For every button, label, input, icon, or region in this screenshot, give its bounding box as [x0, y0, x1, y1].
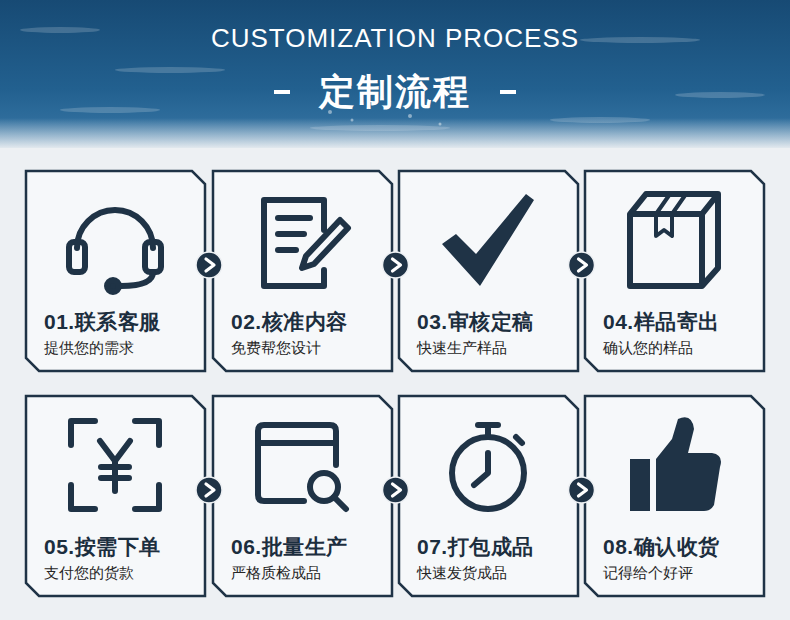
mic-dot	[107, 280, 119, 292]
arrow-head	[393, 484, 401, 496]
step-connector	[569, 252, 595, 278]
step-connector	[383, 477, 409, 503]
arrow-head	[206, 484, 214, 496]
step-connector	[196, 252, 222, 278]
step-connector	[383, 252, 409, 278]
subtitle-text: CUSTOMIZATION PROCESS	[0, 22, 790, 54]
box-border	[213, 171, 392, 371]
arrow-badge	[196, 477, 222, 503]
box-border	[26, 396, 205, 596]
box-border	[26, 171, 205, 371]
step-heading: 06.批量生产	[231, 533, 348, 560]
step-description: 确认您的样品	[603, 338, 693, 358]
arrow-head	[579, 259, 587, 271]
ripple	[675, 92, 765, 98]
box-border	[399, 396, 578, 596]
step-description: 提供您的需求	[44, 338, 134, 358]
step-description: 免费帮您设计	[231, 338, 321, 358]
ripple	[580, 37, 700, 43]
band-fade	[0, 118, 790, 150]
step-box: 05.按需下单支付您的货款	[25, 395, 206, 597]
arrow-badge	[383, 477, 409, 503]
stem	[485, 425, 491, 435]
cuff	[630, 459, 650, 511]
step-heading: 02.核准内容	[231, 308, 348, 335]
window-bar	[258, 440, 336, 446]
step-heading: 05.按需下单	[44, 533, 161, 560]
step-heading: 07.打包成品	[417, 533, 534, 560]
step-heading: 01.联系客服	[44, 308, 161, 335]
arrow-badge	[383, 252, 409, 278]
box-border	[585, 396, 764, 596]
step-description: 严格质检成品	[231, 563, 321, 583]
ripple	[60, 107, 160, 113]
title-dash	[500, 90, 516, 94]
arrow-badge	[196, 252, 222, 278]
arrow-badge	[569, 477, 595, 503]
arrow-head	[393, 259, 401, 271]
box-border	[399, 171, 578, 371]
arrow-badge	[569, 252, 595, 278]
text-line	[278, 231, 304, 237]
box-border	[213, 396, 392, 596]
text-line	[278, 247, 296, 253]
ripple	[115, 67, 225, 73]
box-border	[585, 171, 764, 371]
step-heading: 03.审核定稿	[417, 308, 534, 335]
step-heading: 04.样品寄出	[603, 308, 720, 335]
sparkle	[408, 114, 412, 118]
text-line	[278, 215, 310, 221]
title-text: 定制流程	[0, 69, 790, 115]
step-connector	[196, 477, 222, 503]
step-box: 04.样品寄出确认您的样品	[584, 170, 765, 372]
step-description: 快速发货成品	[417, 563, 507, 583]
arrow-head	[206, 259, 214, 271]
side-knob	[516, 437, 522, 443]
step-description: 记得给个好评	[603, 563, 693, 583]
step-connector	[569, 477, 595, 503]
arrow-head	[579, 484, 587, 496]
step-description: 快速生产样品	[417, 338, 507, 358]
step-description: 支付您的货款	[44, 563, 134, 583]
title-dash	[274, 90, 290, 94]
ripple	[20, 27, 100, 33]
step-heading: 08.确认收货	[603, 533, 720, 560]
step-box: 01.联系客服提供您的需求	[25, 170, 206, 372]
